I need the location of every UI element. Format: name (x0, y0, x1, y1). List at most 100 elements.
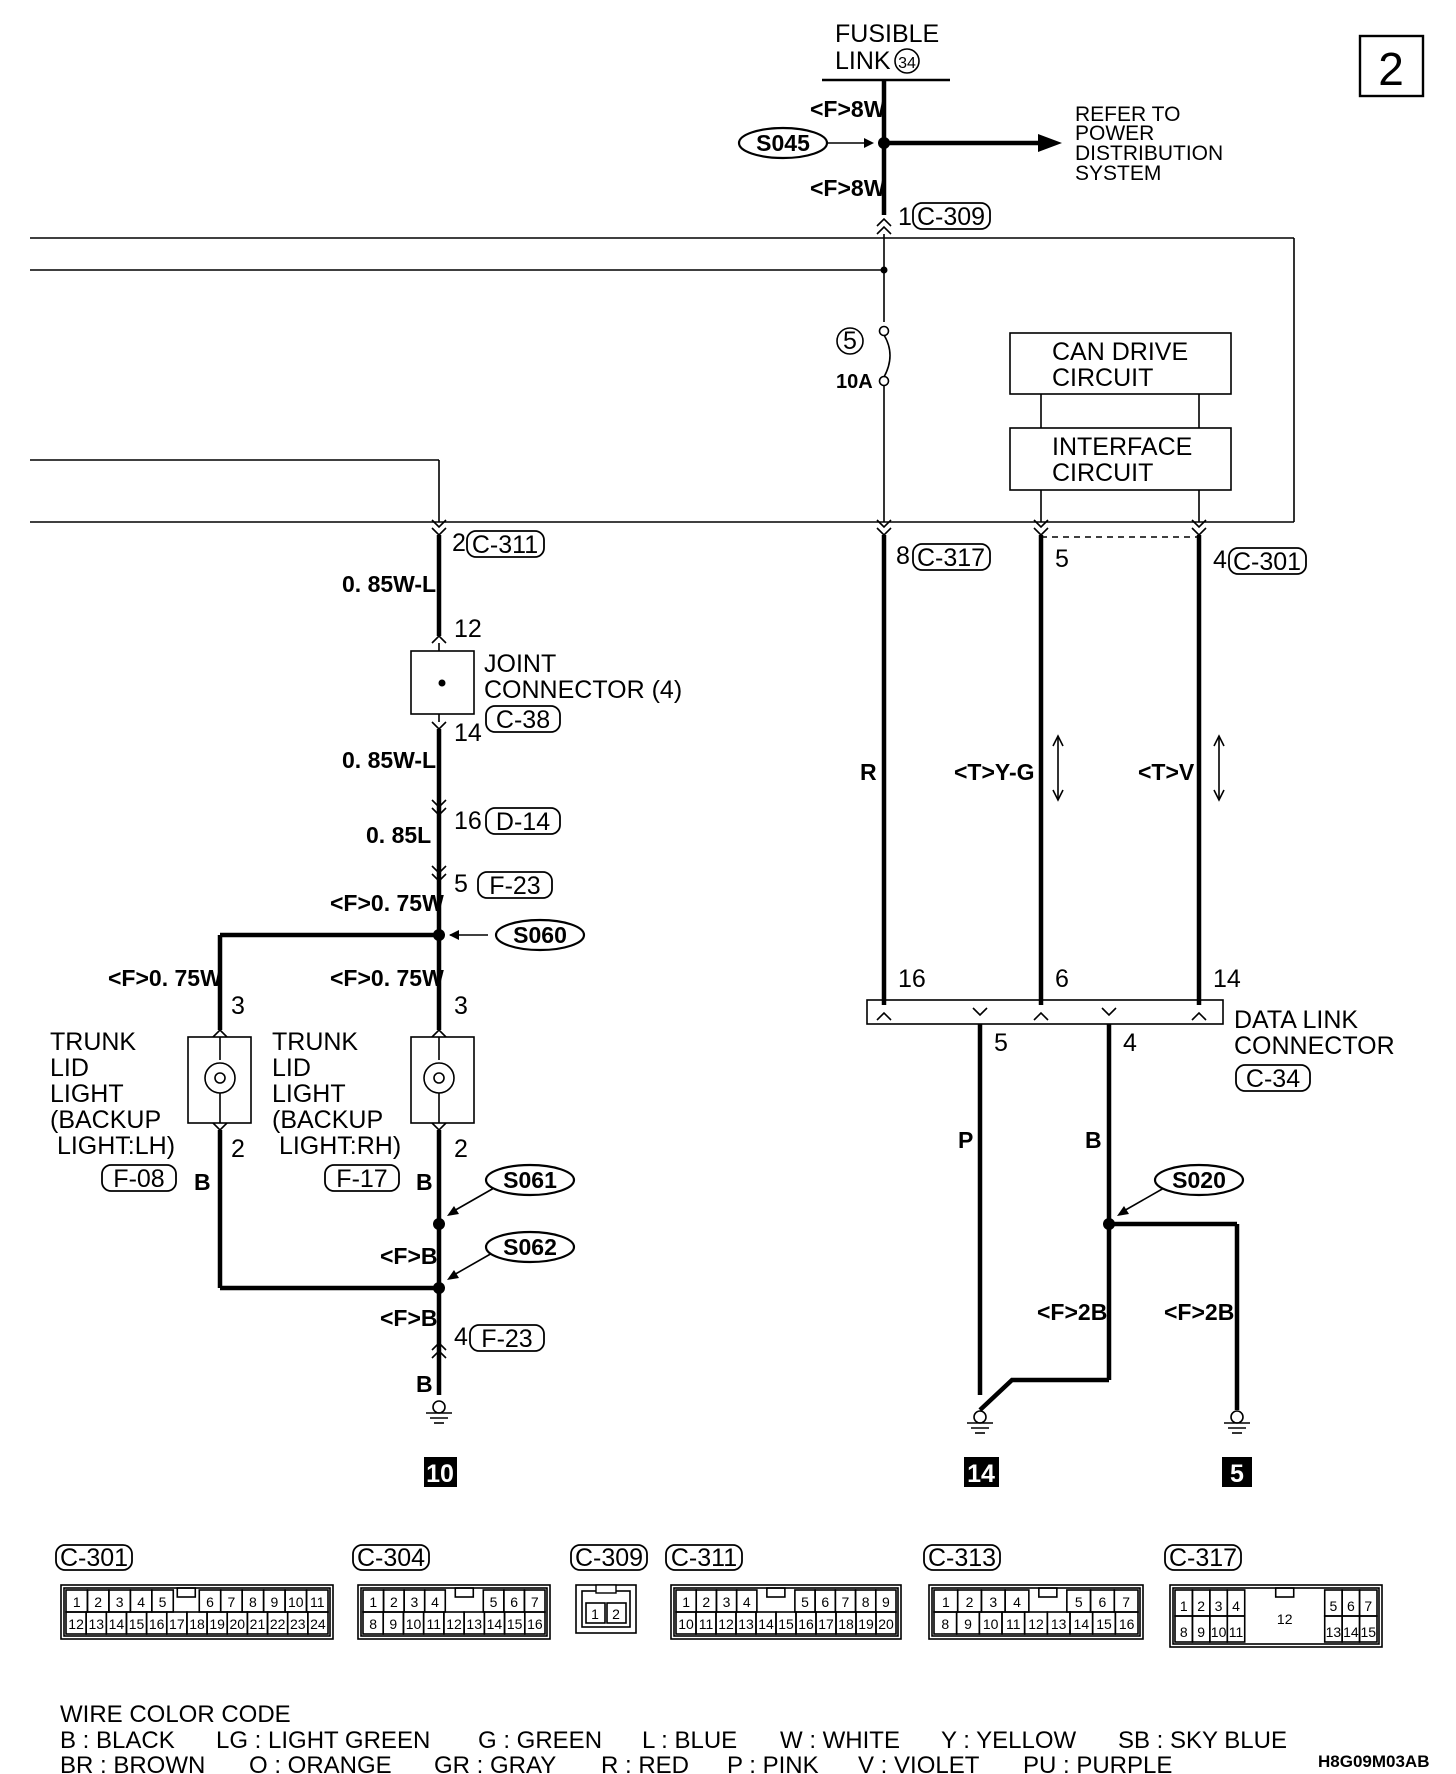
connector-pin-number: 16 (149, 1616, 165, 1632)
can-drive-circuit-box (1009, 332, 1232, 395)
wcc-p: P : PINK (727, 1752, 819, 1774)
connector-pin-number: 13 (1051, 1616, 1067, 1632)
conn-c317: C-317 (917, 544, 985, 572)
wcc-y: Y : YELLOW (941, 1727, 1077, 1754)
rh-line2: LID (272, 1054, 311, 1082)
connector-pin-number: 14 (1343, 1624, 1359, 1640)
dlc-pin-6: 6 (1055, 965, 1069, 993)
rh-line1: TRUNK (272, 1028, 358, 1056)
bidirectional-arrow-icon (1213, 734, 1225, 802)
connector-pin-number: 7 (531, 1594, 539, 1610)
connector-key-icon (595, 1584, 617, 1594)
wire-color-code-title: WIRE COLOR CODE (60, 1701, 291, 1728)
connector-pin-number: 16 (527, 1616, 543, 1632)
fusible-link-number: 34 (898, 55, 916, 72)
connector-pin-number: 2 (612, 1606, 620, 1622)
connector-pin-number: 9 (389, 1616, 397, 1632)
wcc-w: W : WHITE (780, 1727, 900, 1754)
fusible-link: FUSIBLE LINK 34 (822, 20, 950, 82)
connector-pin-number: 9 (270, 1594, 278, 1610)
ground-number-10: 10 (426, 1460, 454, 1488)
connector-pin-number: 13 (466, 1616, 482, 1632)
splice-label-s061: S061 (503, 1167, 557, 1193)
wcc-v: V : VIOLET (858, 1752, 980, 1774)
connector-pin-number: 10 (406, 1616, 422, 1632)
lh-pin3: 3 (231, 992, 245, 1020)
splice-label-s060: S060 (513, 922, 567, 948)
bidirectional-arrow-icon (1052, 734, 1064, 802)
ground-icon (1224, 1410, 1250, 1434)
refer-line1: REFER TO (1075, 103, 1180, 126)
connector-pin-number: 5 (1330, 1598, 1338, 1614)
connector-pin-number: 15 (1360, 1624, 1376, 1640)
fuse-number: 5 (843, 327, 857, 355)
pin-c301: 4 (1213, 546, 1227, 574)
connector-pin-number: 11 (699, 1616, 714, 1632)
connector-pin-number: 22 (270, 1616, 286, 1632)
cv-label-c309: C-309 (575, 1544, 643, 1572)
dlc-pin-14: 14 (1213, 965, 1241, 993)
wcc-gr: GR : GRAY (434, 1752, 556, 1774)
bulb-icon (204, 1062, 236, 1094)
connector-pin-number: 15 (778, 1616, 794, 1632)
splice-label-s020: S020 (1172, 1167, 1226, 1193)
connector-pin-number: 3 (1215, 1598, 1223, 1614)
rh-line5: LIGHT:RH) (272, 1132, 401, 1160)
wcc-b: B : BLACK (60, 1727, 175, 1754)
connector-pin-number: 7 (1122, 1594, 1130, 1610)
joint-line2: CONNECTOR (4) (484, 676, 682, 704)
wcc-o: O : ORANGE (249, 1752, 392, 1774)
data-link-connector-body (866, 999, 1224, 1025)
wire-label-2b-a: <F>2B (1037, 1299, 1107, 1325)
connector-pin-number: 14 (1074, 1616, 1090, 1632)
connector-pin-number: 8 (862, 1594, 870, 1610)
connector-pin-number: 5 (801, 1594, 809, 1610)
connector-pin-number: 6 (510, 1594, 518, 1610)
pin-12: 12 (454, 615, 482, 643)
connector-pin-number: 10 (983, 1616, 999, 1632)
wire-label-085wl-b: 0. 85W-L (342, 747, 436, 773)
bulb-icon (423, 1062, 455, 1094)
connector-pin-number: 4 (137, 1594, 145, 1610)
connector-pin-number: 11 (1229, 1624, 1244, 1640)
connector-pin-number: 20 (230, 1616, 246, 1632)
wire-label-tv: <T>V (1138, 759, 1195, 785)
connector-pin-number: 13 (1326, 1624, 1342, 1640)
connector-pin-number: 4 (1232, 1598, 1240, 1614)
connector-key-icon (454, 1587, 475, 1598)
connector-pin-number: 2 (966, 1594, 974, 1610)
connector-pin-number: 1 (1180, 1598, 1188, 1614)
connector-pin-number: 17 (818, 1616, 834, 1632)
connector-pin-number: 24 (310, 1616, 326, 1632)
wire-label-fb-2: <F>B (380, 1305, 438, 1331)
connector-pin-number: 12 (68, 1616, 84, 1632)
connector-key-icon (176, 1587, 197, 1598)
wire-label-b-ground: B (416, 1371, 433, 1397)
wcc-br: BR : BROWN (60, 1752, 205, 1774)
cv-label-c317: C-317 (1169, 1544, 1237, 1572)
conn-f17: F-17 (336, 1165, 387, 1193)
fusible-link-line1: FUSIBLE (835, 20, 939, 48)
connector-pin-number: 5 (159, 1594, 167, 1610)
lh-line5: LIGHT:LH) (50, 1132, 175, 1160)
connector-pin-number: 6 (821, 1594, 829, 1610)
connector-pin-number: 8 (941, 1616, 949, 1632)
conn-f23-b: F-23 (481, 1325, 532, 1353)
connector-pin-number: 8 (369, 1616, 377, 1632)
joint-connector-box (410, 650, 475, 715)
connector-key-icon (1274, 1587, 1295, 1598)
connector-pin-number: 11 (310, 1594, 325, 1610)
wire-label-085l: 0. 85L (366, 822, 431, 848)
connector-pin-number: 8 (249, 1594, 257, 1610)
connector-pin-number: 14 (109, 1616, 125, 1632)
can-drive-line1: CAN DRIVE (1052, 338, 1188, 366)
connector-pin-number: 15 (1096, 1616, 1112, 1632)
connector-pin-number: 8 (1180, 1624, 1188, 1640)
conn-c34: C-34 (1246, 1065, 1300, 1093)
page-number-box: 2 (1358, 34, 1425, 98)
figure-code: H8G09M03AB (1318, 1752, 1430, 1771)
connector-pin-number: 15 (129, 1616, 145, 1632)
